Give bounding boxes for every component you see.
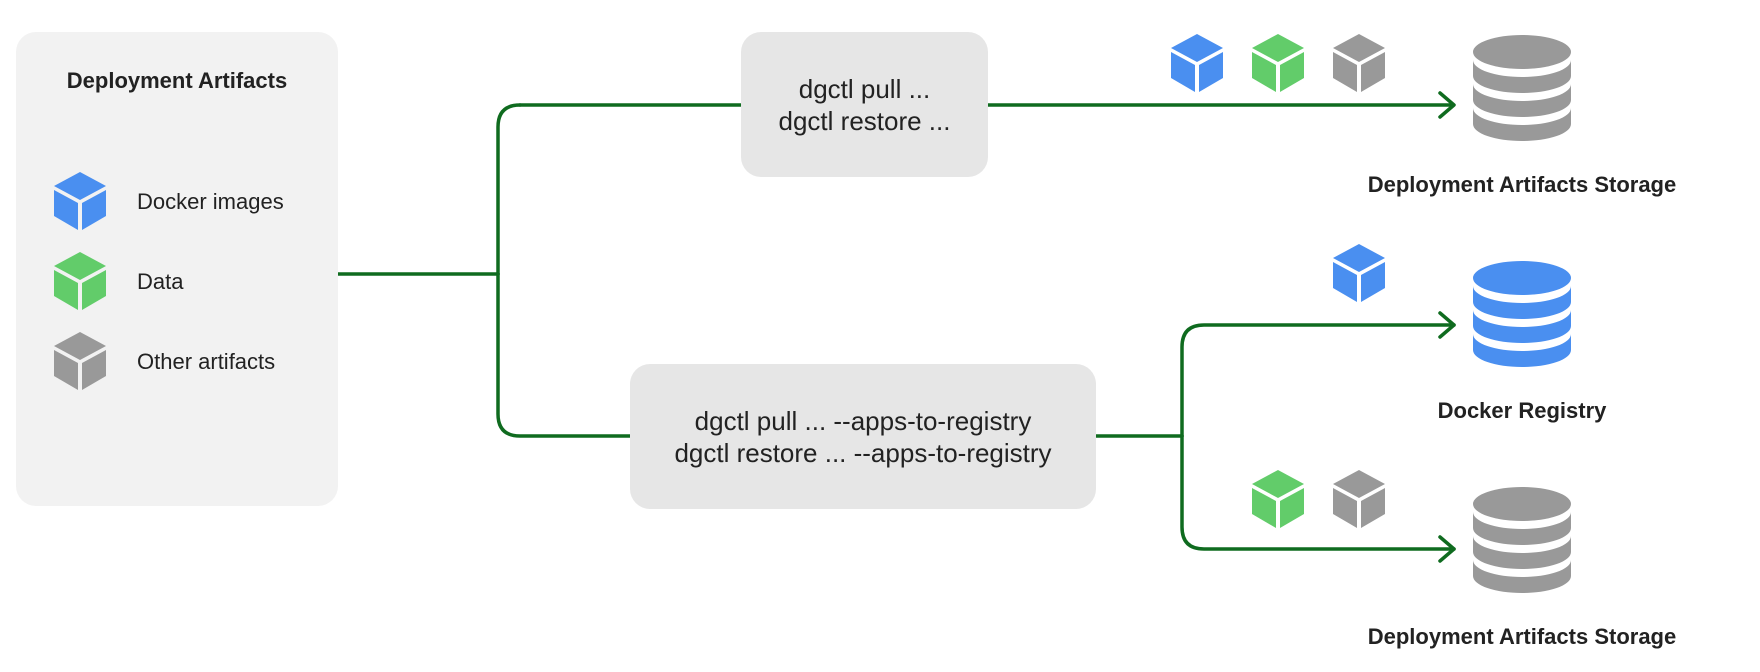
connector-split-to-registry xyxy=(1180,323,1456,438)
cube-icon xyxy=(54,172,106,230)
cube-icon xyxy=(1171,34,1223,92)
registry-label: Docker Registry xyxy=(1437,398,1607,423)
cube-icon xyxy=(54,332,106,390)
legend-panel: Deployment Artifacts Docker images Data … xyxy=(16,32,338,506)
arrowhead-bottom-storage xyxy=(1438,535,1456,563)
command-box-top: dgctl pull ... dgctl restore ... xyxy=(741,32,988,177)
cube-icon xyxy=(1333,244,1385,302)
cube-icon xyxy=(54,252,106,310)
command-line: dgctl restore ... --apps-to-registry xyxy=(674,437,1052,468)
database-icon xyxy=(1473,487,1571,593)
arrowhead-top-storage xyxy=(1438,91,1456,119)
legend-item-other-artifacts: Other artifacts xyxy=(54,332,324,392)
cube-icon xyxy=(1333,470,1385,528)
connector-split-to-storage xyxy=(1180,434,1456,551)
legend-item-docker-images: Docker images xyxy=(54,172,324,232)
database-icon xyxy=(1473,35,1571,141)
command-line: dgctl pull ... xyxy=(798,73,931,104)
database-icon xyxy=(1473,261,1571,367)
legend-label: Other artifacts xyxy=(137,349,276,374)
command-line: dgctl pull ... --apps-to-registry xyxy=(694,405,1032,436)
command-box-bottom: dgctl pull ... --apps-to-registry dgctl … xyxy=(630,364,1096,509)
legend-title: Deployment Artifacts xyxy=(66,68,288,93)
arrowhead-registry xyxy=(1438,311,1456,339)
legend-item-data: Data xyxy=(54,252,324,312)
legend-label: Data xyxy=(137,269,184,294)
cube-icon xyxy=(1333,34,1385,92)
cube-icon xyxy=(1252,34,1304,92)
connector-branch-top xyxy=(496,103,522,276)
legend-label: Docker images xyxy=(137,189,284,214)
storage-label-bottom: Deployment Artifacts Storage xyxy=(1367,624,1677,649)
cube-icon xyxy=(1252,470,1304,528)
connector-branch-bottom xyxy=(496,272,632,438)
command-line: dgctl restore ... xyxy=(778,105,951,136)
storage-label-top: Deployment Artifacts Storage xyxy=(1367,172,1677,197)
